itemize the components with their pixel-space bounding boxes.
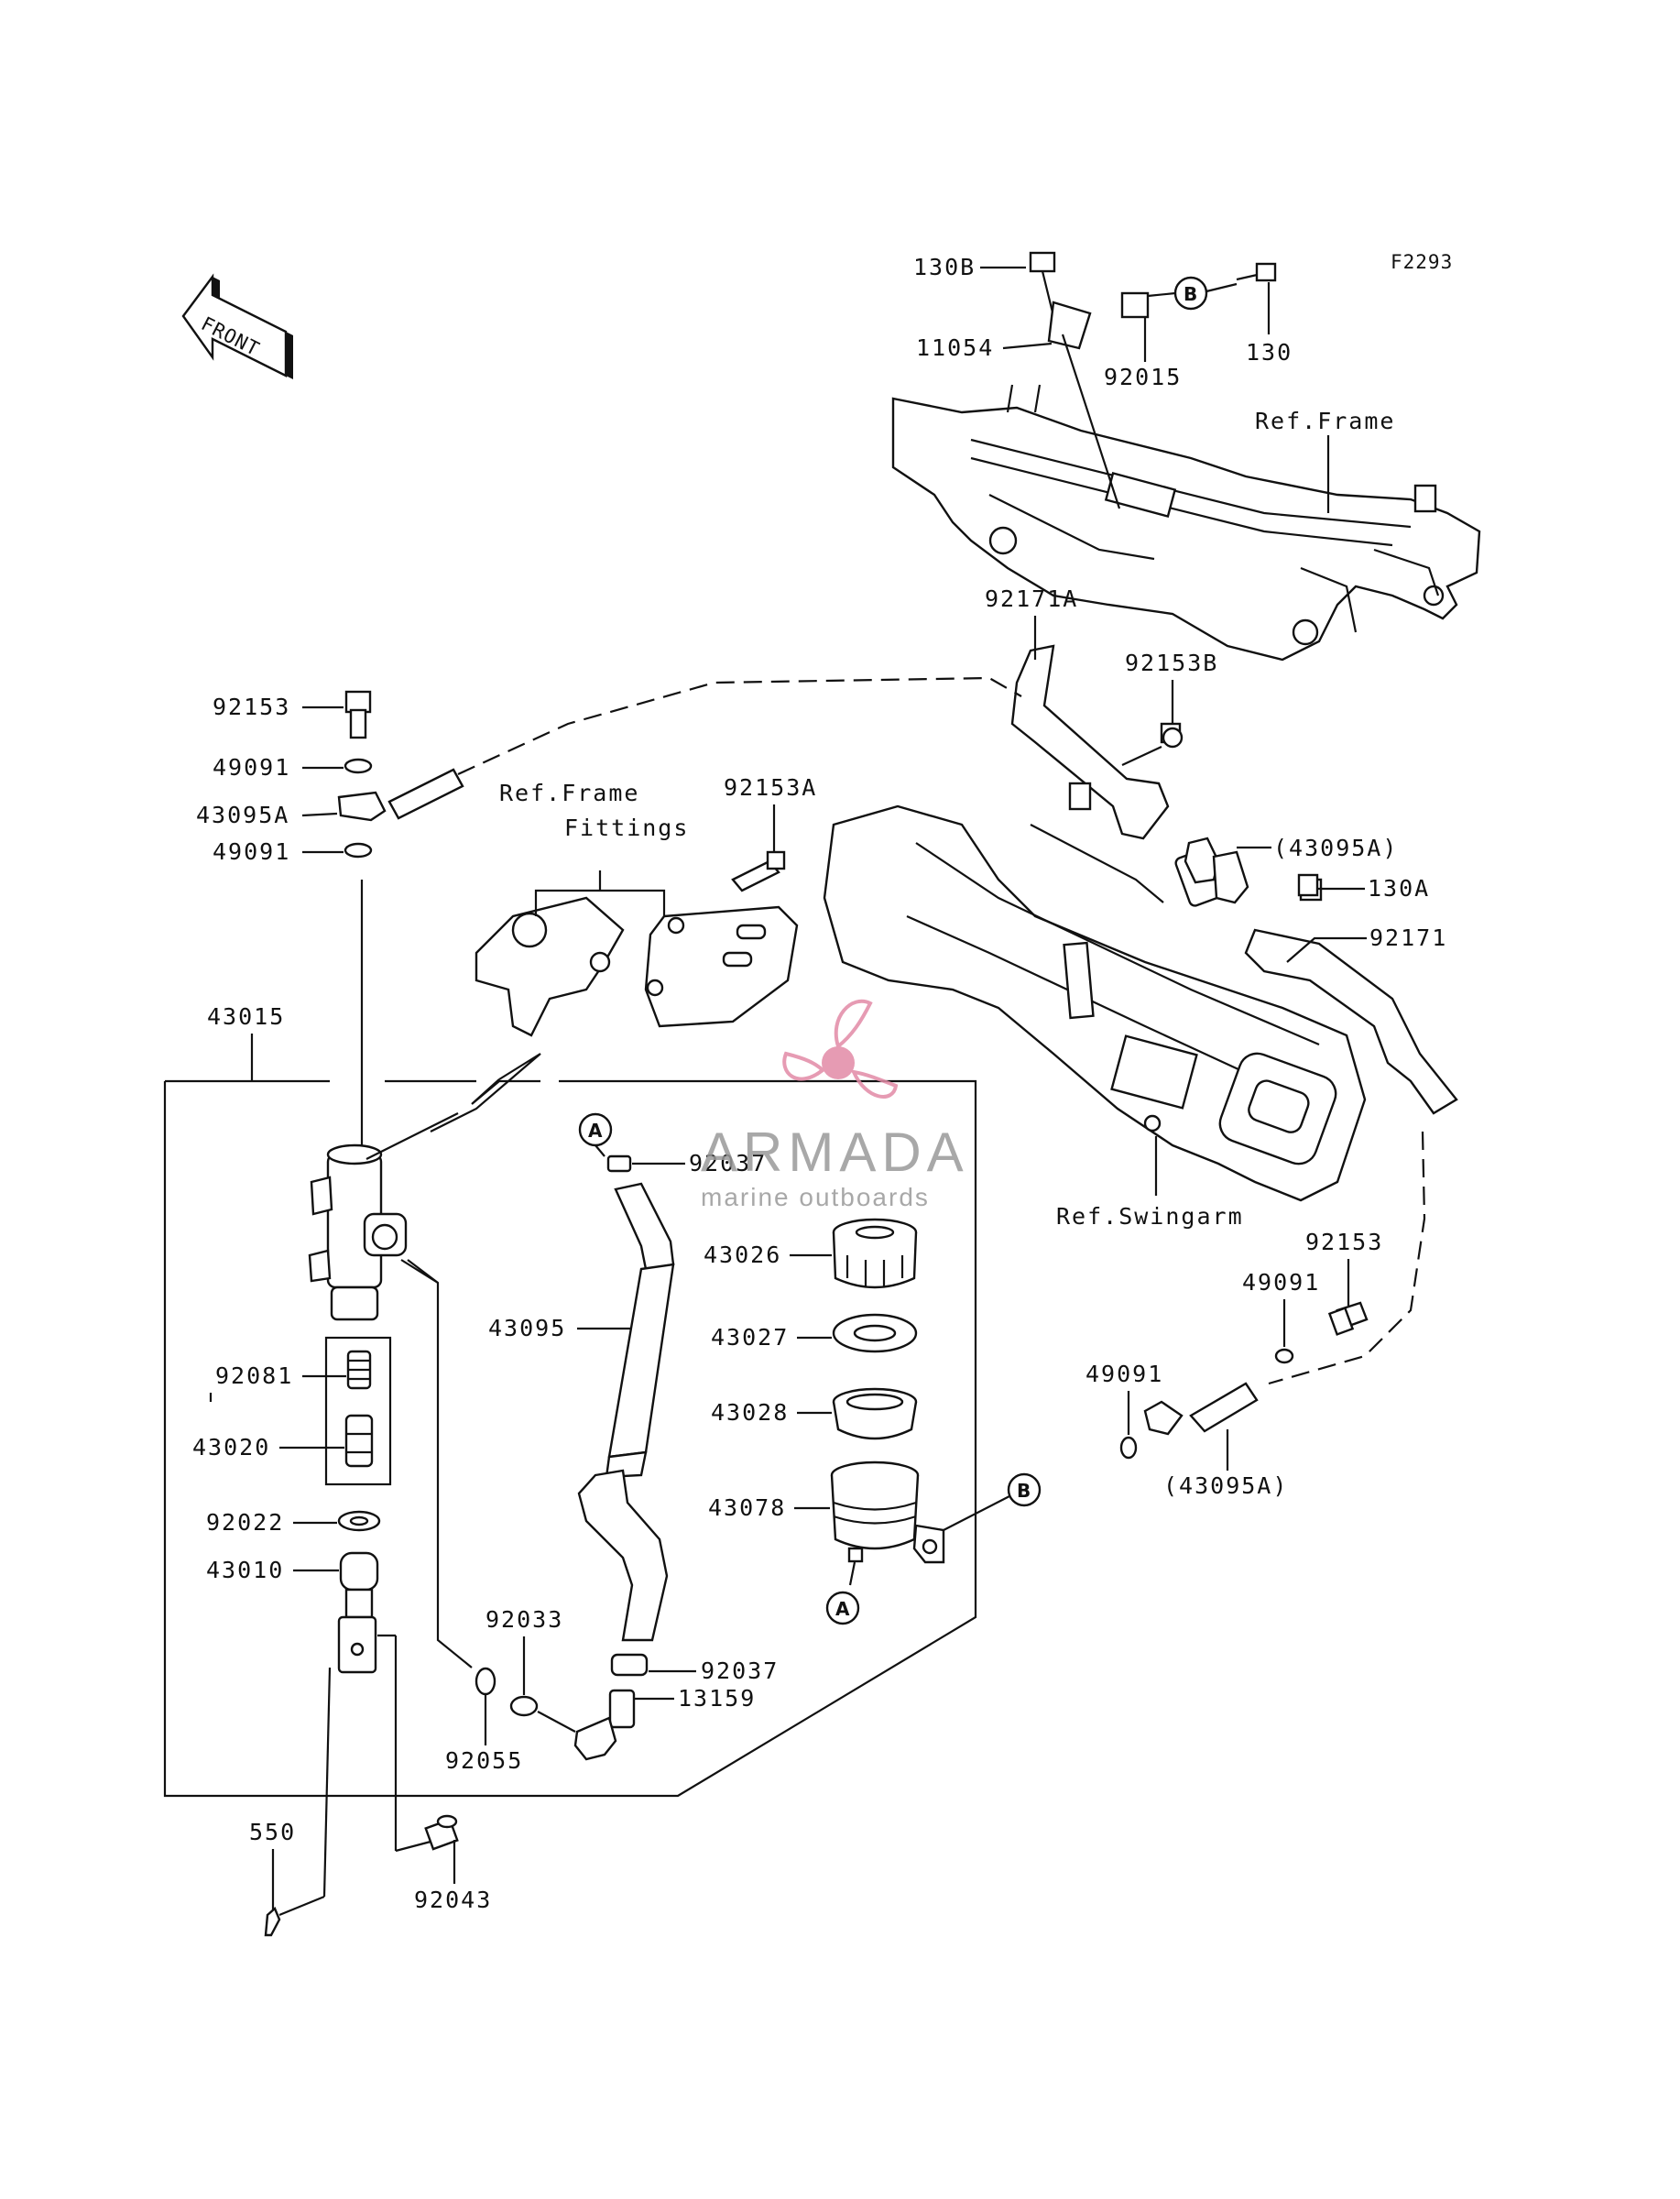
frame-drawing [891, 384, 1481, 662]
label-92037-top: 92037 [689, 1150, 767, 1176]
label-43027: 43027 [711, 1324, 789, 1351]
label-ref-swingarm: Ref.Swingarm [1056, 1203, 1244, 1230]
label-43026: 43026 [704, 1242, 781, 1268]
callout-A-top-text: A [588, 1120, 603, 1142]
label-92015: 92015 [1104, 364, 1182, 390]
pushrod-assembly [264, 1510, 496, 1937]
frame-fittings-drawing [475, 850, 799, 1037]
banjo-top-right [1121, 727, 1319, 904]
master-cylinder [308, 1112, 459, 1321]
piston-kit-box [324, 1336, 392, 1486]
callout-B-top-text: B [1184, 283, 1197, 305]
label-ref-frame-fittings-2: Fittings [564, 815, 689, 841]
label-11054: 11054 [916, 334, 994, 361]
label-92043: 92043 [414, 1887, 492, 1913]
label-49091-right1: 49091 [1242, 1269, 1320, 1296]
label-ref-frame: Ref.Frame [1255, 408, 1395, 434]
banjo-stack-left [337, 690, 464, 1150]
label-550: 550 [249, 1819, 296, 1845]
label-130: 130 [1246, 339, 1293, 366]
front-arrow-icon: FRONT [181, 273, 293, 379]
label-43095A-paren-top: (43095A) [1273, 835, 1398, 861]
label-92171A: 92171A [985, 585, 1078, 612]
armada-watermark: ARMADA marine outboards [701, 999, 969, 1211]
reservoir-cap-stack [830, 1218, 945, 1586]
label-43020: 43020 [192, 1434, 270, 1461]
label-43028: 43028 [711, 1399, 789, 1426]
label-49091-right2: 49091 [1085, 1361, 1163, 1387]
bracket-assembly [1029, 251, 1277, 509]
callout-B-bottom-text: B [1017, 1480, 1031, 1502]
label-ref-frame-fittings-1: Ref.Frame [499, 780, 639, 806]
label-13159: 13159 [678, 1685, 756, 1712]
label-92037-bottom: 92037 [701, 1657, 779, 1684]
label-92153-right: 92153 [1305, 1229, 1383, 1255]
label-49091-top1: 49091 [213, 754, 290, 781]
label-43010: 43010 [206, 1557, 284, 1583]
watermark-tagline: marine outboards [701, 1183, 930, 1211]
reservoir-hose [509, 1154, 675, 1761]
outline-jog [430, 1053, 541, 1132]
label-43078: 43078 [708, 1494, 786, 1521]
label-92153B: 92153B [1125, 650, 1218, 676]
label-92055: 92055 [445, 1747, 523, 1774]
banjo-right [1119, 1301, 1369, 1460]
label-130A: 130A [1368, 875, 1430, 902]
label-92033: 92033 [485, 1606, 563, 1633]
label-92153A: 92153A [724, 774, 817, 801]
diagram-code: F2293 [1391, 251, 1453, 273]
master-cylinder-group-outline [163, 1078, 977, 1798]
label-92022: 92022 [206, 1509, 284, 1536]
propeller-logo-icon [782, 999, 899, 1099]
callout-A-bottom [825, 1591, 860, 1625]
label-130B: 130B [913, 254, 976, 280]
callout-B-bottom [1007, 1472, 1042, 1507]
dashed-guide-top [457, 676, 1022, 775]
label-49091-top2: 49091 [213, 838, 290, 865]
label-43095A-paren-bottom: (43095A) [1163, 1472, 1288, 1499]
dashed-guide-right [1268, 1131, 1426, 1385]
label-92171: 92171 [1369, 924, 1447, 951]
label-43095A-top: 43095A [196, 802, 289, 828]
label-43095: 43095 [488, 1315, 566, 1341]
callout-A-bottom-text: A [835, 1598, 850, 1620]
fittings-bracket-lines [534, 870, 666, 916]
watermark-brand: ARMADA [701, 1121, 969, 1183]
swingarm-drawing [823, 804, 1367, 1202]
oring-leader [407, 1259, 473, 1668]
piston-parts [344, 1350, 374, 1468]
label-43015: 43015 [207, 1003, 285, 1030]
label-92081: 92081 [215, 1362, 293, 1389]
label-92153-top: 92153 [213, 694, 290, 720]
